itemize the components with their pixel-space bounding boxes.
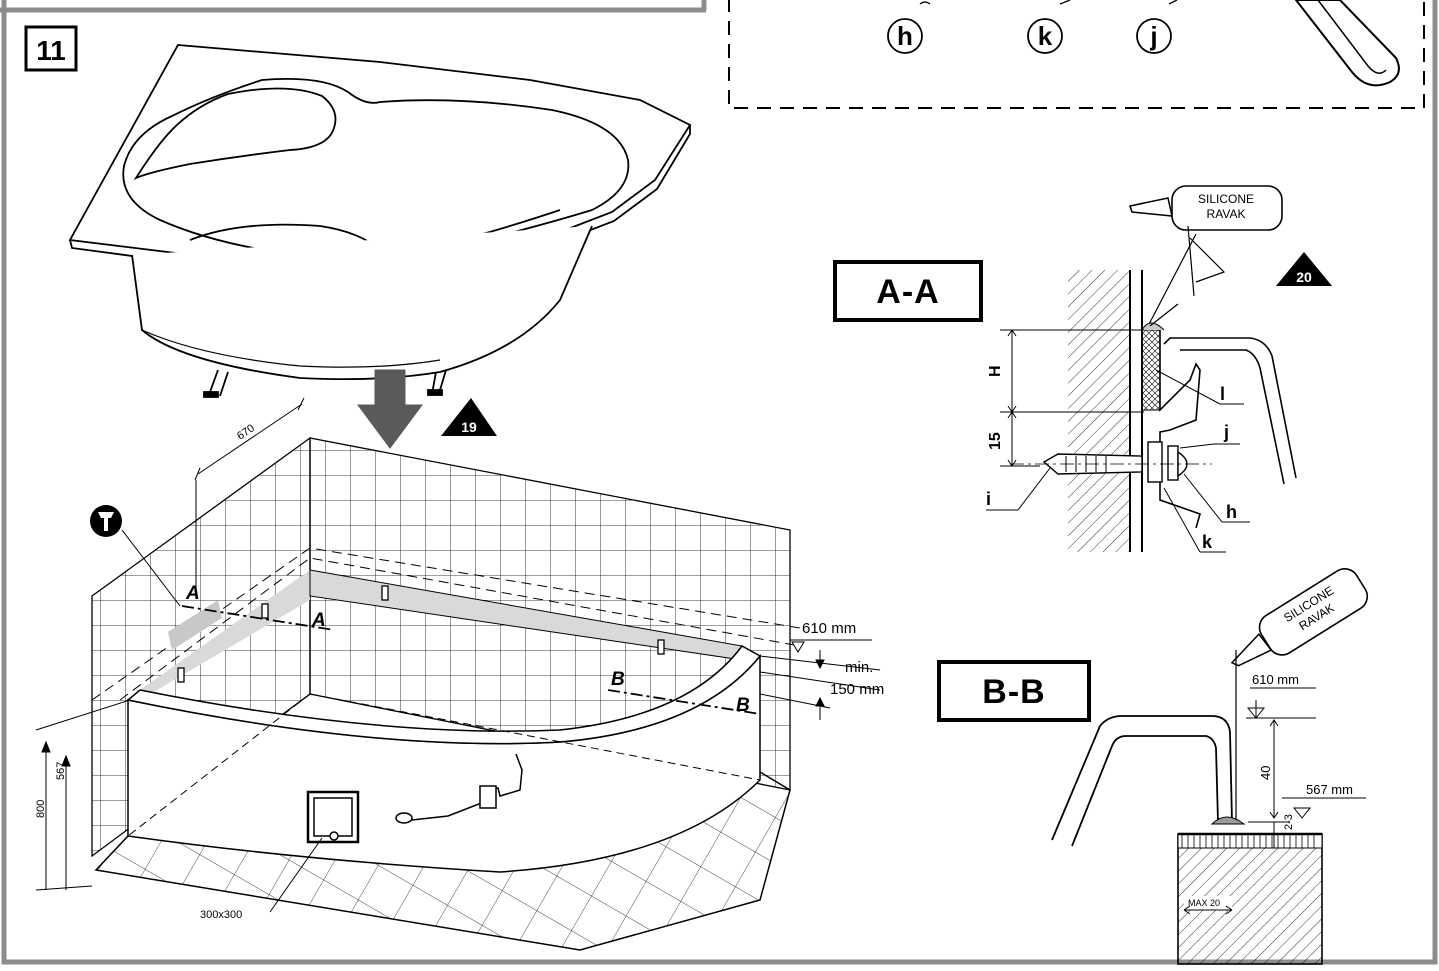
section-bb: B-B SILICONE RAVAK 610 mm 40 567 mm 2-3 xyxy=(937,568,1369,965)
silicone-tube-aa-icon: SILICONE RAVAK xyxy=(1129,185,1283,331)
section-mark-b-left: B xyxy=(611,669,625,690)
ref-19-label: 19 xyxy=(461,419,477,435)
bb-dim-max-label: MAX 20 xyxy=(1188,898,1220,908)
step-number: 11 xyxy=(36,35,66,66)
dim-15-label: 15 xyxy=(987,432,1004,450)
screwdriver-icon xyxy=(1294,0,1400,87)
ref-19-triangle: 19 xyxy=(441,398,497,436)
section-bb-title-box xyxy=(937,660,1091,722)
dim-670-label: 670 xyxy=(235,422,257,442)
part-h-label: h xyxy=(897,21,913,51)
ref-20-label: 20 xyxy=(1296,269,1312,285)
dim-min-label: min. xyxy=(845,659,873,676)
label-l: l xyxy=(1220,384,1225,404)
drill-icon xyxy=(90,505,181,607)
section-mark-a-left: A xyxy=(185,583,200,604)
label-j: j xyxy=(1223,422,1229,442)
section-aa: A-A SILICONE RAVAK 20 xyxy=(833,185,1332,553)
label-h: h xyxy=(1226,502,1237,522)
dim-800-label: 800 xyxy=(35,800,47,818)
label-k: k xyxy=(1202,532,1213,552)
part-j-label: j xyxy=(1149,21,1157,51)
dim-h-label: H xyxy=(987,365,1004,377)
bathtub-illustration xyxy=(68,44,692,398)
label-i: i xyxy=(986,489,991,509)
silicone-tube-bb-icon: SILICONE RAVAK xyxy=(1230,568,1369,667)
ref-20-triangle xyxy=(1276,252,1332,286)
section-aa-title: A-A xyxy=(876,273,939,311)
section-bb-title: B-B xyxy=(982,673,1045,711)
part-k-circle xyxy=(1027,18,1063,54)
tube-aa-line2: RAVAK xyxy=(1207,207,1246,221)
bb-dim-567-label: 567 mm xyxy=(1306,782,1353,797)
bb-dim-610-label: 610 mm xyxy=(1252,672,1299,687)
section-mark-a-right: A xyxy=(311,610,326,631)
bath-front-panel xyxy=(94,645,791,951)
main-dimensions: 670 800 567 610 mm min. 150 mm A A B B 3… xyxy=(35,397,884,921)
tube-aa-line1: SILICONE xyxy=(1198,192,1254,206)
bb-dim-40-label: 40 xyxy=(1258,766,1273,780)
section-mark-b-right: B xyxy=(736,695,750,716)
section-aa-title-box xyxy=(833,260,983,322)
parts-box: h k j xyxy=(728,0,1425,109)
dim-300-label: 300x300 xyxy=(200,909,242,921)
part-h-circle xyxy=(887,18,923,54)
dim-610-label: 610 mm xyxy=(802,620,856,637)
part-k-label: k xyxy=(1038,21,1053,51)
step-number-box: 11 xyxy=(24,25,78,72)
dim-150-label: 150 mm xyxy=(830,681,884,698)
down-arrow-icon xyxy=(357,369,423,449)
dim-567-label: 567 xyxy=(55,762,67,780)
part-j-circle xyxy=(1136,18,1172,54)
